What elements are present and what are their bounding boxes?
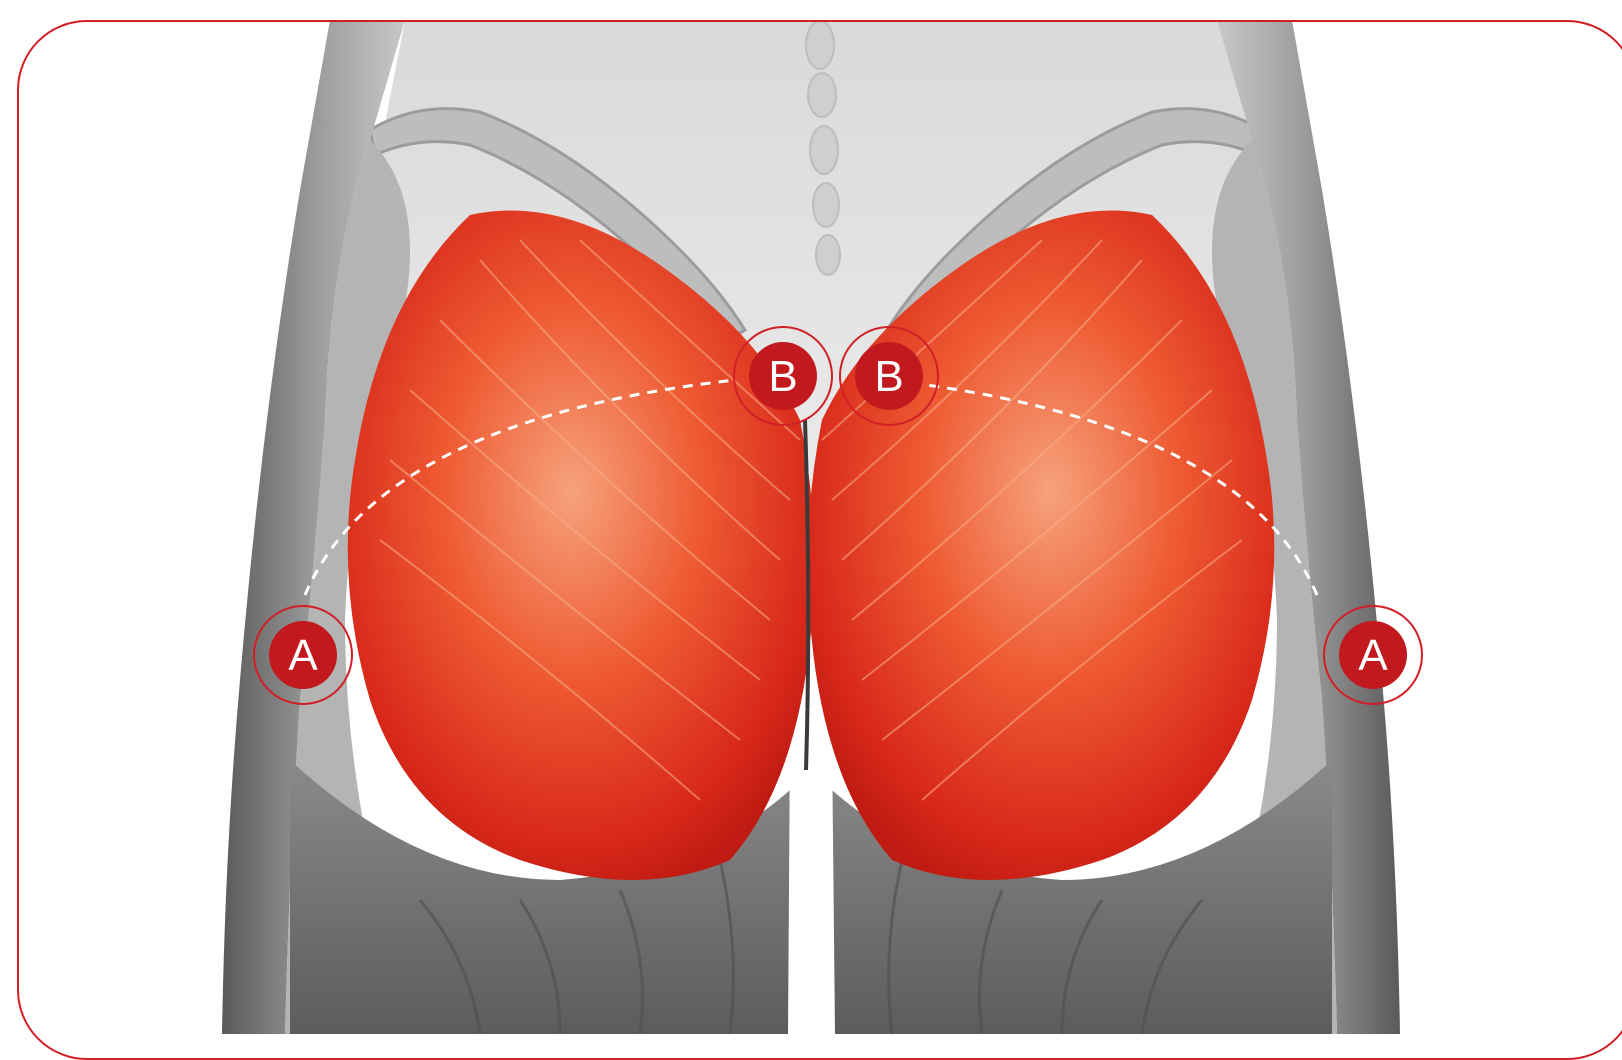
figure-frame — [17, 20, 1622, 1060]
anatomy-figure: A B B A — [0, 0, 1622, 1034]
